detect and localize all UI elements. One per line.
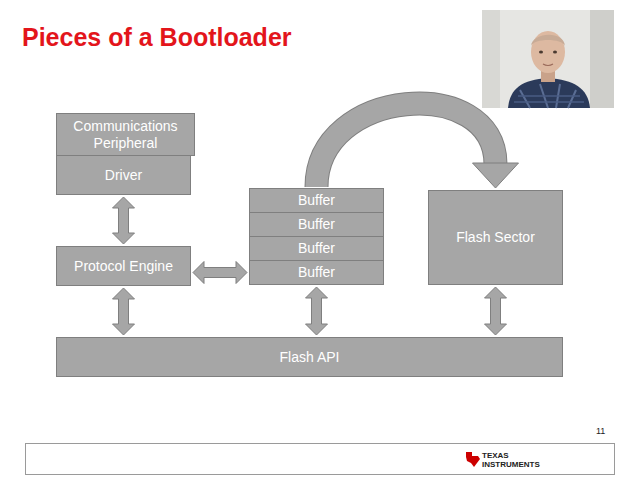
- block-arrow: [306, 287, 328, 335]
- footer-frame: [26, 444, 615, 475]
- box-label: Buffer: [294, 216, 339, 233]
- block-arrow: [485, 287, 507, 335]
- buffer-box: Buffer: [249, 260, 384, 285]
- buffer-box: Buffer: [249, 188, 384, 213]
- block-arrow: [317, 104, 519, 188]
- webcam-photo: [482, 10, 614, 108]
- peripheral-box: Communications Peripheral: [56, 113, 195, 156]
- box-label: Flash API: [276, 349, 344, 366]
- slide-number: 11: [596, 426, 616, 437]
- box-label: Driver: [101, 167, 146, 184]
- flash-sector-box: Flash Sector: [428, 190, 563, 285]
- box-label: Buffer: [294, 192, 339, 209]
- box-label: Communications Peripheral: [57, 118, 194, 152]
- flash-api-box: Flash API: [56, 337, 563, 377]
- box-label: Protocol Engine: [70, 258, 177, 275]
- box-label: Flash Sector: [452, 229, 539, 246]
- block-arrow: [113, 197, 135, 244]
- buffer-box: Buffer: [249, 236, 384, 261]
- box-label: Buffer: [294, 264, 339, 281]
- block-arrow: [113, 288, 135, 335]
- slide-title: Pieces of a Bootloader: [22, 22, 292, 52]
- logo-text: TEXAS INSTRUMENTS: [482, 451, 548, 469]
- ti-logo-mark: [466, 452, 480, 467]
- buffer-box: Buffer: [249, 212, 384, 237]
- box-label: Buffer: [294, 240, 339, 257]
- block-arrow: [193, 262, 247, 284]
- driver-box: Driver: [56, 155, 191, 195]
- protocol-box: Protocol Engine: [56, 246, 191, 286]
